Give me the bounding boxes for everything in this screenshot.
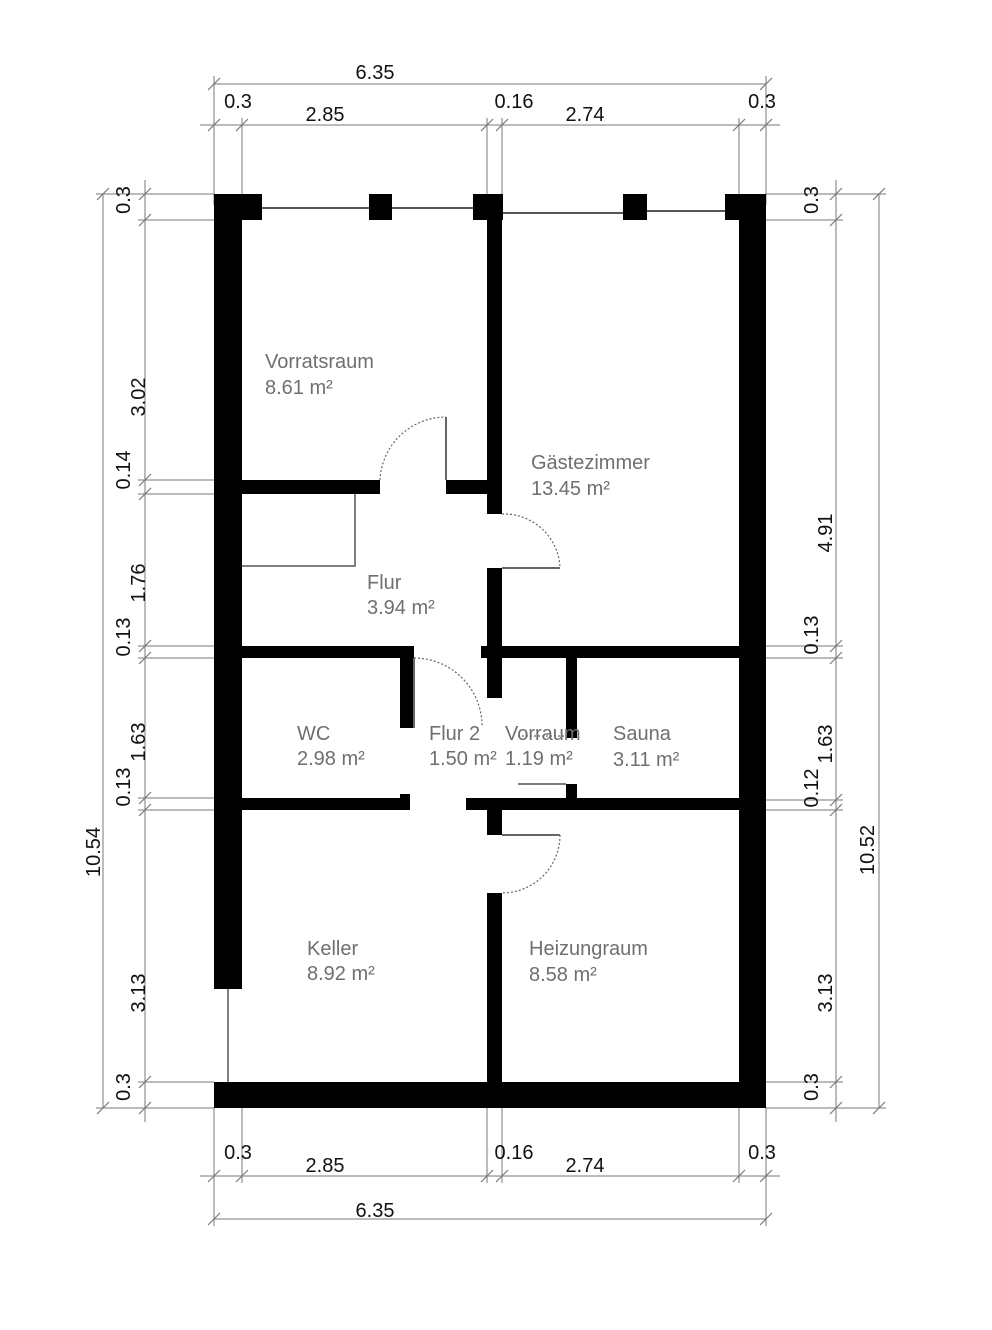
top-dim-label: 0.3: [224, 91, 252, 113]
wall: [623, 194, 647, 220]
bottom-dim-label: 0.3: [748, 1142, 776, 1164]
right-dim-label: 0.13: [801, 616, 823, 655]
wall: [242, 798, 410, 810]
top-dim-label: 2.85: [306, 104, 345, 126]
left-total-label: 10.54: [83, 827, 105, 877]
top-dim-label: 2.74: [566, 104, 605, 126]
right-dim-label: 4.91: [815, 514, 837, 553]
right-dim-label: 0.3: [801, 1073, 823, 1101]
top-dimensions: 6.35 0.3 2.85 0.16 2.74 0.3: [200, 62, 780, 205]
right-dimensions: 0.3 4.91 0.13 1.63 0.12 3.13 0.3 10.52: [766, 180, 886, 1122]
left-dim-label: 3.13: [128, 974, 150, 1013]
wall: [400, 794, 410, 810]
room-area: 3.94 m²: [367, 597, 435, 619]
left-dim-label: 0.13: [113, 768, 135, 807]
left-dim-label: 0.14: [113, 451, 135, 490]
room-area: 8.92 m²: [307, 963, 375, 985]
left-dim-label: 1.63: [128, 723, 150, 762]
wall: [369, 194, 392, 220]
room-area: 8.61 m²: [265, 377, 333, 399]
bottom-dimensions: 0.3 2.85 0.16 2.74 0.3 6.35: [200, 1108, 780, 1226]
wall: [487, 810, 502, 835]
bottom-dim-label: 0.16: [495, 1142, 534, 1164]
wall: [242, 480, 380, 494]
room-name: Keller: [307, 938, 358, 960]
top-dim-label: 0.16: [495, 91, 534, 113]
wall: [487, 568, 502, 698]
top-total-label: 6.35: [356, 62, 395, 84]
left-dim-label: 1.76: [128, 564, 150, 603]
left-dim-label: 3.02: [128, 378, 150, 417]
right-dim-label: 3.13: [815, 974, 837, 1013]
room-name: Flur 2: [429, 723, 480, 745]
room-name: WC: [297, 723, 330, 745]
right-total-label: 10.52: [857, 825, 879, 875]
bottom-total-label: 6.35: [356, 1200, 395, 1222]
left-dim-label: 0.13: [113, 618, 135, 657]
room-labels: Vorratsraum 8.61 m² Gästezimmer 13.45 m²…: [265, 351, 680, 986]
room-name: Vorraum: [505, 723, 581, 745]
wall: [446, 480, 502, 494]
room-name: Gästezimmer: [531, 452, 650, 474]
wall: [487, 194, 502, 514]
room-area: 13.45 m²: [531, 478, 610, 500]
wall: [242, 646, 414, 658]
left-dim-label: 0.3: [113, 186, 135, 214]
right-dim-label: 0.12: [801, 769, 823, 808]
wall: [400, 646, 414, 728]
wall: [487, 893, 502, 1108]
cabinet: [242, 494, 356, 567]
room-area: 1.19 m²: [505, 748, 573, 770]
wall: [466, 798, 766, 810]
wall: [214, 194, 242, 989]
room-name: Sauna: [613, 723, 672, 745]
right-dim-label: 0.3: [801, 186, 823, 214]
room-area: 1.50 m²: [429, 748, 497, 770]
wall: [566, 784, 577, 800]
wall: [566, 658, 577, 738]
left-dimensions: 0.3 3.02 0.14 1.76 0.13 1.63 0.13 3.13 0…: [83, 180, 214, 1122]
room-area: 3.11 m²: [613, 749, 680, 771]
right-dim-label: 1.63: [815, 725, 837, 764]
bottom-dim-label: 2.85: [306, 1155, 345, 1177]
room-name: Flur: [367, 572, 402, 594]
room-area: 2.98 m²: [297, 748, 365, 770]
bottom-dim-label: 2.74: [566, 1155, 605, 1177]
room-name: Vorratsraum: [265, 351, 374, 373]
top-dim-label: 0.3: [748, 91, 776, 113]
wall: [481, 646, 766, 658]
room-name: Heizungraum: [529, 938, 648, 960]
bottom-dim-label: 0.3: [224, 1142, 252, 1164]
room-area: 8.58 m²: [529, 964, 597, 986]
walls: [214, 194, 766, 1108]
left-dim-label: 0.3: [113, 1073, 135, 1101]
